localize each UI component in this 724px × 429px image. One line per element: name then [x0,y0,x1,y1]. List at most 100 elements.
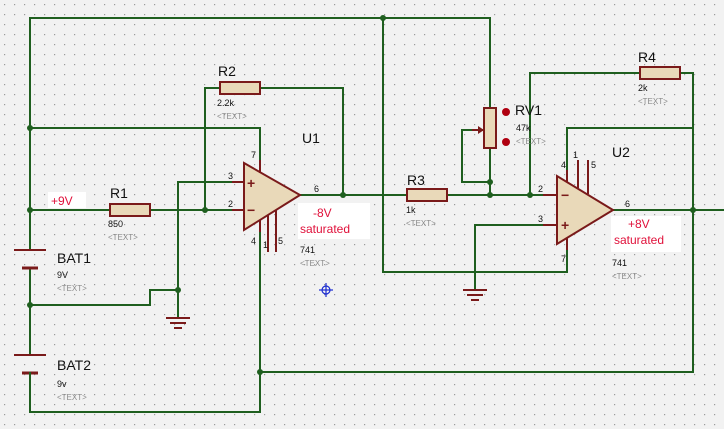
wire-u2-pin3 [474,224,544,291]
potentiometer-body[interactable] [483,107,497,149]
inverting-sign: − [561,187,569,203]
wire-u1-pin3 [177,181,233,319]
r1-ref: R1 [110,185,128,201]
rv1-value: 47k [516,123,531,133]
junction [27,207,33,213]
opamp-u1[interactable]: + − 3 2 7 6 4 1 5 U1 741 <TEXT> [228,130,330,268]
resistor-body[interactable] [639,66,681,80]
u1-value: 741 [300,245,315,255]
resistor-r4[interactable]: R4 2k <TEXT> [638,49,681,106]
resistor-body[interactable] [406,188,448,202]
u1-output-line1: -8V [313,206,332,220]
junction [487,179,493,185]
wire-r4-left [529,72,641,196]
ground-symbol-left-icon [166,317,190,329]
wire-r4-right [679,72,694,211]
potentiometer-rv1[interactable]: RV1 47k <TEXT> [472,102,546,149]
junction [202,207,208,213]
bat1-text: <TEXT> [57,284,87,293]
rv1-ref: RV1 [515,102,542,118]
resistor-body[interactable] [109,203,151,217]
r3-value: 1k [406,205,416,215]
r1-text: <TEXT> [108,233,138,242]
r2-ref: R2 [218,63,236,79]
junction [27,302,33,308]
junction [380,15,386,21]
opamp-body[interactable] [556,174,615,246]
pin-number: 2 [228,199,233,209]
bat1-ref: BAT1 [57,250,91,266]
bat2-value: 9v [57,379,67,389]
annotation-box [298,203,370,239]
r1-value: 850 [108,219,123,229]
rv1-text: <TEXT> [516,137,546,146]
wire-u2-pin4 [566,127,694,171]
resistor-body[interactable] [219,81,261,95]
pin-number: 6 [314,184,319,194]
supply-label: +9V [51,194,73,208]
r2-value: 2.2k [217,98,235,108]
junction [690,207,696,213]
pin-number: 3 [538,214,543,224]
u1-output-line2: saturated [300,222,350,236]
resistor-r3[interactable]: R3 1k <TEXT> [406,172,448,228]
battery-bat2[interactable]: BAT2 9v <TEXT> [14,354,91,402]
battery-bat1[interactable]: BAT1 9V <TEXT> [14,249,91,293]
wire-midpoint-gnd [29,289,179,306]
annotation-u2-output: +8V saturated [611,216,681,252]
probe-icon [502,138,510,146]
resistor-r1[interactable]: R1 850 <TEXT> [108,185,151,242]
r3-text: <TEXT> [406,219,436,228]
bat2-ref: BAT2 [57,357,91,373]
opamp-u2[interactable]: − + 2 3 4 1 5 6 7 U2 741 <TEXT> [538,144,642,281]
bat2-text: <TEXT> [57,393,87,402]
wire-vcc-u1 [29,127,261,161]
pin-number: 4 [251,236,256,246]
annotation-supply: +9V [48,192,86,208]
resistor-r2[interactable]: R2 2.2k <TEXT> [217,63,261,121]
u2-value: 741 [612,258,627,268]
crosshair-cursor-icon [319,283,333,297]
bat1-value: 9V [57,270,68,280]
r3-ref: R3 [407,172,425,188]
wiper-arrowhead-icon [478,126,484,134]
u2-ref: U2 [612,144,630,160]
u2-text: <TEXT> [612,272,642,281]
pin-number: 3 [228,171,233,181]
pin-number: 1 [263,240,268,250]
pin-number: 1 [573,150,578,160]
r4-value: 2k [638,83,648,93]
wires [29,17,724,413]
wire-bottom-right-rail [259,209,694,373]
wire-r2-left [204,87,221,211]
annotation-box [611,216,681,252]
junction [175,287,181,293]
pin-number: 7 [251,150,256,160]
pin-number: 2 [538,184,543,194]
u1-ref: U1 [302,130,320,146]
u2-output-line1: +8V [628,217,650,231]
junctions [27,15,696,375]
r4-ref: R4 [638,49,656,65]
wire-r2-right [259,87,344,196]
noninverting-sign: + [247,175,255,191]
junction [27,125,33,131]
junction [257,369,263,375]
ground-symbol-right-icon [463,289,487,301]
r2-text: <TEXT> [217,112,247,121]
probe-icon [502,108,510,116]
junction [527,192,533,198]
annotation-u1-output: -8V saturated [298,203,370,239]
pin-number: 7 [561,254,566,264]
u2-output-line2: saturated [614,233,664,247]
u1-text: <TEXT> [300,259,330,268]
annotation-box [48,192,86,208]
junction [340,192,346,198]
pin-number: 5 [278,236,283,246]
pin-number: 4 [561,160,566,170]
opamp-body[interactable] [243,161,302,232]
pin-number: 6 [625,199,630,209]
noninverting-sign: + [561,217,569,233]
junction [487,192,493,198]
